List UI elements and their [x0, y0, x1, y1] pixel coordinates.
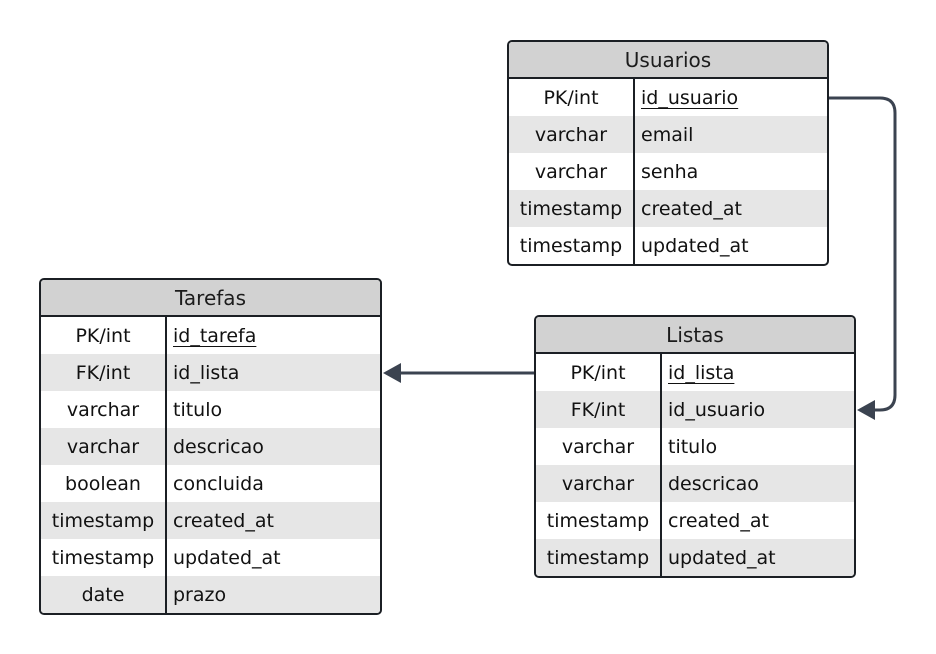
column-type: timestamp — [509, 190, 635, 227]
usuarios-row-updated-at[interactable]: timestamp updated_at — [509, 227, 827, 264]
column-name-text: updated_at — [668, 546, 776, 569]
tarefas-row-id-tarefa[interactable]: PK/int id_tarefa — [41, 317, 380, 354]
column-name: descricao — [167, 428, 380, 465]
listas-row-id-usuario[interactable]: FK/int id_usuario — [536, 391, 854, 428]
listas-row-id-lista[interactable]: PK/int id_lista — [536, 354, 854, 391]
usuarios-title: Usuarios — [509, 42, 827, 79]
usuarios-row-id-usuario[interactable]: PK/int id_usuario — [509, 79, 827, 116]
tarefas-row-titulo[interactable]: varchar titulo — [41, 391, 380, 428]
column-name-text: descricao — [173, 435, 264, 458]
primary-key-name: id_lista — [662, 354, 854, 391]
column-type: timestamp — [536, 502, 662, 539]
column-name-text: senha — [641, 160, 699, 183]
column-name: id_usuario — [662, 391, 854, 428]
listas-row-updated-at[interactable]: timestamp updated_at — [536, 539, 854, 576]
column-name-text: id_lista — [173, 361, 240, 384]
listas-to-tarefas-arrowhead — [383, 363, 401, 383]
column-name-text: email — [641, 123, 694, 146]
column-name: updated_at — [167, 539, 380, 576]
column-type: varchar — [509, 153, 635, 190]
column-name-text: updated_at — [173, 546, 281, 569]
tarefas-row-concluida[interactable]: boolean concluida — [41, 465, 380, 502]
column-type: varchar — [41, 428, 167, 465]
listas-row-titulo[interactable]: varchar titulo — [536, 428, 854, 465]
tarefas-title: Tarefas — [41, 280, 380, 317]
column-name: prazo — [167, 576, 380, 613]
column-type: varchar — [536, 428, 662, 465]
column-name-text: created_at — [641, 197, 742, 220]
column-name-text: id_tarefa — [173, 324, 257, 347]
column-type: timestamp — [41, 539, 167, 576]
column-name-text: id_lista — [668, 361, 735, 384]
column-name-text: id_usuario — [641, 86, 739, 109]
column-name: concluida — [167, 465, 380, 502]
column-name-text: created_at — [668, 509, 769, 532]
column-type: PK/int — [41, 317, 167, 354]
column-name-text: id_usuario — [668, 398, 766, 421]
column-type: PK/int — [509, 79, 635, 116]
column-name: email — [635, 116, 827, 153]
column-name-text: updated_at — [641, 234, 749, 257]
column-name-text: titulo — [173, 398, 223, 421]
column-type: timestamp — [41, 502, 167, 539]
column-type: varchar — [509, 116, 635, 153]
column-name-text: concluida — [173, 472, 264, 495]
column-name: titulo — [167, 391, 380, 428]
column-type: boolean — [41, 465, 167, 502]
tarefas-row-updated-at[interactable]: timestamp updated_at — [41, 539, 380, 576]
listas-title: Listas — [536, 317, 854, 354]
column-name-text: created_at — [173, 509, 274, 532]
column-type: PK/int — [536, 354, 662, 391]
column-name: created_at — [167, 502, 380, 539]
tarefas-row-id-lista[interactable]: FK/int id_lista — [41, 354, 380, 391]
listas-row-descricao[interactable]: varchar descricao — [536, 465, 854, 502]
column-type: timestamp — [509, 227, 635, 264]
column-name: senha — [635, 153, 827, 190]
column-name: titulo — [662, 428, 854, 465]
tarefas-row-created-at[interactable]: timestamp created_at — [41, 502, 380, 539]
column-type: varchar — [41, 391, 167, 428]
column-name: id_lista — [167, 354, 380, 391]
tarefas-row-prazo[interactable]: date prazo — [41, 576, 380, 613]
column-type: timestamp — [536, 539, 662, 576]
column-type: FK/int — [536, 391, 662, 428]
usuarios-row-email[interactable]: varchar email — [509, 116, 827, 153]
column-name: descricao — [662, 465, 854, 502]
column-name: updated_at — [662, 539, 854, 576]
column-name-text: descricao — [668, 472, 759, 495]
listas-row-created-at[interactable]: timestamp created_at — [536, 502, 854, 539]
column-name: updated_at — [635, 227, 827, 264]
column-type: FK/int — [41, 354, 167, 391]
primary-key-name: id_tarefa — [167, 317, 380, 354]
usuarios-row-created-at[interactable]: timestamp created_at — [509, 190, 827, 227]
column-name-text: prazo — [173, 583, 227, 606]
column-name: created_at — [662, 502, 854, 539]
usuarios-to-listas-arrowhead — [857, 400, 875, 420]
primary-key-name: id_usuario — [635, 79, 827, 116]
column-type: date — [41, 576, 167, 613]
column-name: created_at — [635, 190, 827, 227]
usuarios-row-senha[interactable]: varchar senha — [509, 153, 827, 190]
column-name-text: titulo — [668, 435, 718, 458]
tarefas-row-descricao[interactable]: varchar descricao — [41, 428, 380, 465]
column-type: varchar — [536, 465, 662, 502]
